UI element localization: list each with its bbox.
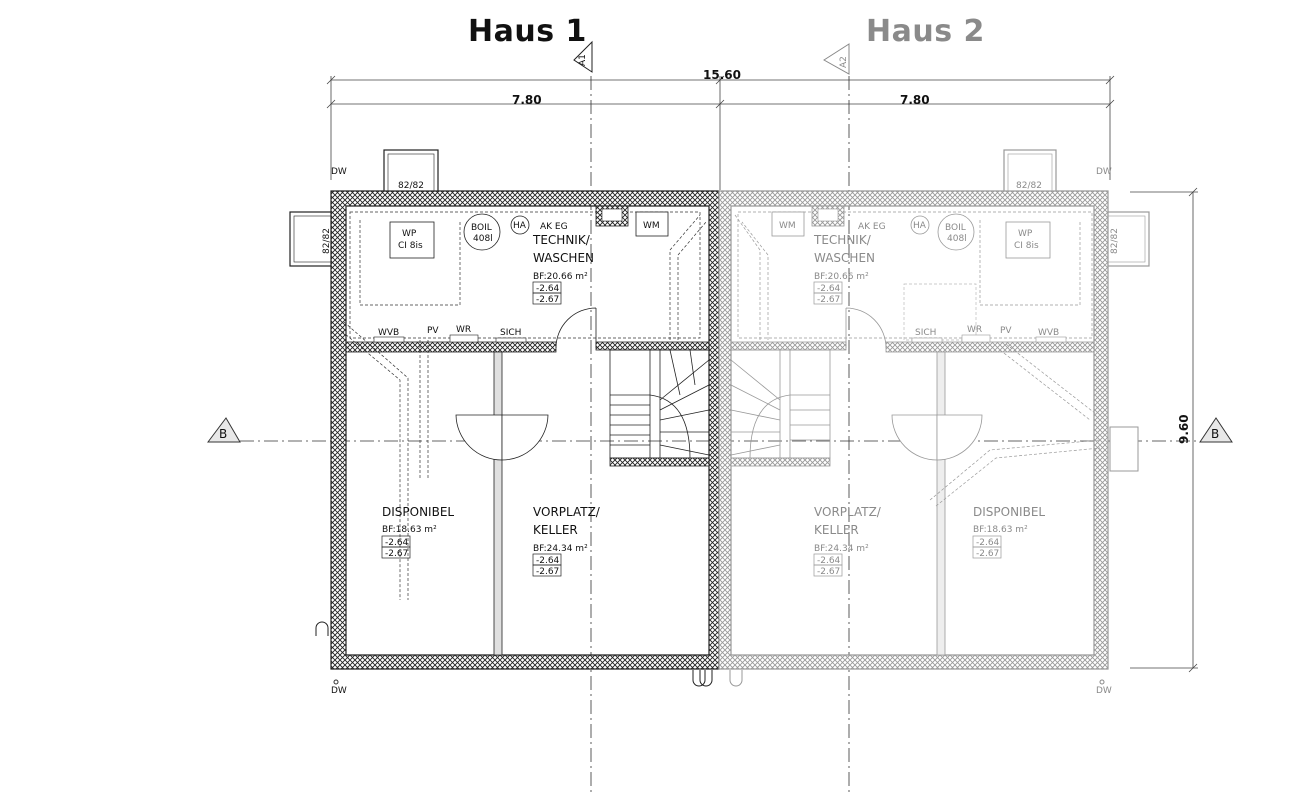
svg-text:BF:18.63 m²: BF:18.63 m²: [382, 525, 437, 535]
svg-text:CI 8is: CI 8is: [398, 241, 423, 251]
section-marker-b-right: B: [1199, 417, 1233, 443]
svg-text:B: B: [1211, 427, 1219, 441]
svg-text:408l: 408l: [947, 234, 967, 244]
svg-text:WP: WP: [1018, 229, 1033, 239]
svg-text:82/82: 82/82: [1016, 181, 1042, 191]
svg-text:WVB: WVB: [1038, 328, 1059, 338]
svg-text:PV: PV: [427, 326, 439, 336]
svg-text:DISPONIBEL: DISPONIBEL: [382, 505, 454, 519]
dimension-depth: 9.60: [1177, 414, 1191, 444]
svg-text:KELLER: KELLER: [814, 523, 859, 537]
room-disponibel-haus1: DISPONIBEL BF:18.63 m² -2.64 -2.67: [381, 505, 454, 559]
svg-text:-2.64: -2.64: [385, 538, 409, 548]
svg-text:WVB: WVB: [378, 328, 399, 338]
svg-text:VORPLATZ/: VORPLATZ/: [814, 505, 882, 519]
svg-text:WM: WM: [779, 221, 796, 231]
wp-label: WP: [402, 229, 417, 239]
svg-text:SICH: SICH: [500, 328, 521, 338]
svg-text:A2: A2: [839, 56, 849, 68]
svg-text:82/82: 82/82: [398, 181, 424, 191]
section-marker-a2: A2: [823, 43, 850, 75]
section-marker-a1: A1: [573, 40, 593, 73]
svg-text:DISPONIBEL: DISPONIBEL: [973, 505, 1045, 519]
haus-1-plan: 82/82 82/82: [289, 149, 720, 687]
svg-text:AK EG: AK EG: [858, 222, 886, 232]
section-axes: [240, 76, 1196, 792]
dimension-total: 15.60: [703, 68, 741, 82]
svg-text:KELLER: KELLER: [533, 523, 578, 537]
svg-text:HA: HA: [513, 221, 527, 231]
svg-text:HA: HA: [913, 221, 927, 231]
svg-text:BF:24.34 m²: BF:24.34 m²: [814, 544, 869, 554]
svg-text:-2.64: -2.64: [817, 284, 841, 294]
svg-text:-2.64: -2.64: [536, 284, 560, 294]
svg-text:82/82: 82/82: [322, 228, 332, 254]
boiler-label: BOIL: [471, 223, 492, 233]
section-marker-b-left: B: [207, 417, 241, 443]
haus-2-plan: 82/82 82/82: [718, 149, 1150, 687]
svg-text:-2.67: -2.67: [817, 567, 840, 577]
svg-text:TECHNIK/: TECHNIK/: [813, 233, 872, 247]
svg-text:BOIL: BOIL: [945, 223, 966, 233]
svg-text:AK EG: AK EG: [540, 222, 568, 232]
svg-text:BF:18.63 m²: BF:18.63 m²: [973, 525, 1028, 535]
haus-2-title: Haus 2: [866, 14, 985, 49]
room-disponibel-haus2: DISPONIBEL BF:18.63 m² -2.64 -2.67: [972, 505, 1045, 559]
dimension-left: 7.80: [512, 93, 542, 107]
svg-text:-2.64: -2.64: [536, 556, 560, 566]
room-technik-haus2: TECHNIK/ WASCHEN BF:20.66 m² -2.64 -2.67: [813, 233, 875, 305]
svg-text:DW: DW: [331, 167, 347, 177]
svg-text:VORPLATZ/: VORPLATZ/: [533, 505, 601, 519]
svg-text:A1: A1: [578, 54, 588, 66]
svg-text:82/82: 82/82: [1110, 228, 1120, 254]
svg-text:WASCHEN: WASCHEN: [533, 251, 594, 265]
dimension-lines: [326, 75, 1198, 673]
svg-text:WR: WR: [967, 325, 982, 335]
svg-text:DW: DW: [331, 686, 347, 696]
svg-text:DW: DW: [1096, 167, 1112, 177]
haus-1-title: Haus 1: [468, 14, 587, 49]
svg-text:DW: DW: [1096, 686, 1112, 696]
svg-text:-2.67: -2.67: [385, 549, 408, 559]
svg-text:PV: PV: [1000, 326, 1012, 336]
svg-text:WM: WM: [643, 221, 660, 231]
svg-text:CI 8is: CI 8is: [1014, 241, 1039, 251]
room-vorplatz-haus2: VORPLATZ/ KELLER BF:24.34 m² -2.64 -2.67: [813, 505, 882, 577]
svg-text:BF:24.34 m²: BF:24.34 m²: [533, 544, 588, 554]
svg-text:SICH: SICH: [915, 328, 936, 338]
room-vorplatz-haus1: VORPLATZ/ KELLER BF:24.34 m² -2.64 -2.67: [532, 505, 601, 577]
svg-text:408l: 408l: [473, 234, 493, 244]
room-technik-haus1: TECHNIK/ WASCHEN BF:20.66 m² -2.64 -2.67: [532, 233, 594, 305]
svg-text:-2.67: -2.67: [976, 549, 999, 559]
svg-text:WASCHEN: WASCHEN: [814, 251, 875, 265]
dw-markers: DW DW DW DW: [331, 167, 1112, 696]
dimension-right: 7.80: [900, 93, 930, 107]
svg-text:-2.64: -2.64: [976, 538, 1000, 548]
svg-text:BF:20.66 m²: BF:20.66 m²: [814, 272, 869, 282]
svg-text:-2.67: -2.67: [536, 567, 559, 577]
svg-text:TECHNIK/: TECHNIK/: [532, 233, 591, 247]
svg-text:-2.67: -2.67: [817, 295, 840, 305]
svg-text:B: B: [219, 427, 227, 441]
svg-text:BF:20.66 m²: BF:20.66 m²: [533, 272, 588, 282]
svg-text:-2.67: -2.67: [536, 295, 559, 305]
svg-text:-2.64: -2.64: [817, 556, 841, 566]
svg-text:WR: WR: [456, 325, 471, 335]
